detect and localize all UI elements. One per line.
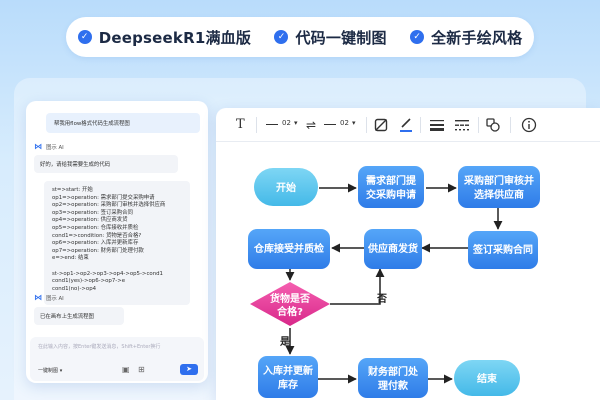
diagram-canvas[interactable]: T 02 ▾ ⇌ 02 ▾ — [216, 108, 600, 400]
flow-node-process[interactable] — [258, 356, 318, 398]
feature-banner: ✓ DeepseekR1满血版 ✓ 代码一键制图 ✓ 全新手绘风格 — [66, 17, 534, 57]
ai-name: 图示 AI — [46, 296, 64, 302]
code-line: op2=>operation: 采购部门审核并选择供应商 — [52, 202, 166, 209]
shape-icon[interactable] — [486, 118, 500, 132]
code-line: e=>end: 结束 — [52, 255, 89, 262]
ai-header: ⋈ 图示 AI — [34, 293, 64, 303]
code-line: op6=>operation: 入库并更新库存 — [52, 240, 139, 247]
edge-label-yes: 是 — [279, 336, 290, 348]
code-line: cond1(no)->op4 — [52, 285, 97, 292]
flow-node-start[interactable] — [254, 168, 318, 206]
ai-message: 好的，请给我需要生成的代码 — [34, 155, 178, 173]
flow-node-label: 库存 — [278, 378, 298, 391]
code-line: cond1(yes)->op6->op7->e — [52, 278, 126, 285]
feature-item: ✓ 全新手绘风格 — [410, 27, 522, 48]
ai-message: 已在画布上生成流程图 — [34, 307, 124, 325]
file-upload-icon[interactable]: ⊞ — [138, 365, 145, 374]
flow-node-label: 入库并更新 — [263, 364, 313, 377]
toolbar-divider — [366, 117, 367, 133]
edge-label-no: 否 — [376, 293, 387, 305]
flow-node-process[interactable] — [468, 231, 538, 269]
user-message: 帮我用flow格式代码生成流程图 — [46, 113, 200, 133]
chevron-down-icon: ▾ — [59, 368, 63, 374]
check-circle-icon: ✓ — [410, 30, 425, 44]
pen-color-icon[interactable] — [399, 117, 413, 133]
code-line: st=>start: 开始 — [52, 187, 93, 193]
image-upload-icon[interactable]: ▣ — [122, 365, 130, 374]
flowchart: 否 是 开始 需求部门提 交采购申请 采购部门审核并 选择供应商 签订采购合同 … — [248, 166, 540, 398]
info-icon[interactable] — [521, 117, 537, 133]
ai-logo-icon: ⋈ — [34, 293, 42, 302]
code-line: op1=>operation: 需求部门提交采购申请 — [52, 194, 155, 201]
code-line: op5=>operation: 仓库接收并质检 — [52, 224, 139, 231]
flow-node-process[interactable] — [358, 358, 428, 398]
feature-label: 全新手绘风格 — [431, 28, 523, 47]
dash-style-icon[interactable] — [455, 119, 469, 131]
flow-node-label: 开始 — [276, 181, 296, 194]
check-circle-icon: ✓ — [274, 30, 289, 44]
line-style-icon[interactable] — [266, 124, 278, 125]
flow-node-label: 选择供应商 — [474, 188, 524, 201]
canvas-toolbar: T 02 ▾ ⇌ 02 ▾ — [216, 108, 600, 142]
flow-node-label: 需求部门提 — [366, 174, 417, 187]
feature-item: ✓ DeepseekR1满血版 — [77, 27, 252, 48]
swap-icon[interactable]: ⇌ — [306, 118, 317, 132]
toolbar-divider — [420, 117, 421, 133]
flow-node-label: 结束 — [477, 372, 498, 385]
flow-node-process[interactable] — [364, 229, 422, 269]
input-placeholder: 在此输入内容，按Enter键发送消息，Shift+Enter换行 — [38, 344, 161, 350]
code-line: cond1=>condition: 货物是否合格? — [52, 232, 142, 239]
ai-name: 图示 AI — [46, 145, 64, 151]
toolbar-divider — [478, 117, 479, 133]
flow-node-end[interactable] — [454, 360, 520, 396]
code-line: op3=>operation: 签订采购合同 — [52, 209, 133, 216]
line-weight-icon[interactable] — [430, 119, 444, 131]
line-style-icon[interactable] — [324, 124, 336, 125]
model-label: 一键制图 — [38, 368, 59, 374]
flow-edge-no — [330, 268, 385, 305]
code-line — [52, 263, 182, 271]
flow-node-label: 采购部门审核并 — [463, 174, 534, 187]
chevron-down-icon: ▾ — [352, 119, 356, 127]
flow-node-label: 交采购申请 — [366, 188, 416, 201]
flow-node-label: 供应商发货 — [367, 242, 418, 255]
flow-node-label: 签订采购合同 — [472, 243, 533, 256]
flow-node-label: 仓库接受并质检 — [253, 242, 324, 255]
flow-node-label: 合格? — [276, 305, 303, 318]
toolbar-divider — [256, 117, 257, 133]
line-width-select[interactable]: 02 — [340, 119, 349, 127]
ai-logo-icon: ⋈ — [34, 142, 42, 151]
fill-icon[interactable] — [374, 118, 388, 132]
text-tool-icon[interactable]: T — [236, 117, 245, 132]
ai-header: ⋈ 图示 AI — [34, 142, 64, 152]
flow-node-process[interactable] — [458, 166, 540, 208]
flow-node-label: 理付款 — [378, 379, 409, 392]
chat-input[interactable]: 在此输入内容，按Enter键发送消息，Shift+Enter换行 一键制图 ▾ … — [30, 337, 204, 381]
check-circle-icon: ✓ — [77, 30, 92, 44]
feature-label: 代码一键制图 — [295, 28, 387, 47]
feature-label: DeepseekR1满血版 — [98, 28, 252, 47]
chat-panel: 帮我用flow格式代码生成流程图 ⋈ 图示 AI 好的，请给我需要生成的代码 s… — [26, 101, 208, 383]
flow-node-process[interactable] — [248, 229, 330, 269]
send-button[interactable]: ➤ — [180, 364, 198, 375]
line-width-select[interactable]: 02 — [282, 119, 291, 127]
flow-node-label: 货物是否 — [270, 292, 310, 305]
chevron-down-icon: ▾ — [294, 119, 298, 127]
code-line: op7=>operation: 财务部门处理付款 — [52, 247, 144, 254]
feature-item: ✓ 代码一键制图 — [274, 27, 386, 48]
toolbar-divider — [510, 117, 511, 133]
code-line: st->op1->op2->op3->op4->op5->cond1 — [52, 270, 163, 277]
code-line: op4=>operation: 供应商发货 — [52, 217, 128, 224]
flow-node-decision[interactable] — [250, 282, 330, 326]
flow-node-process[interactable] — [358, 166, 424, 208]
model-select[interactable]: 一键制图 ▾ — [38, 367, 62, 374]
flow-node-label: 财务部门处 — [367, 365, 419, 378]
